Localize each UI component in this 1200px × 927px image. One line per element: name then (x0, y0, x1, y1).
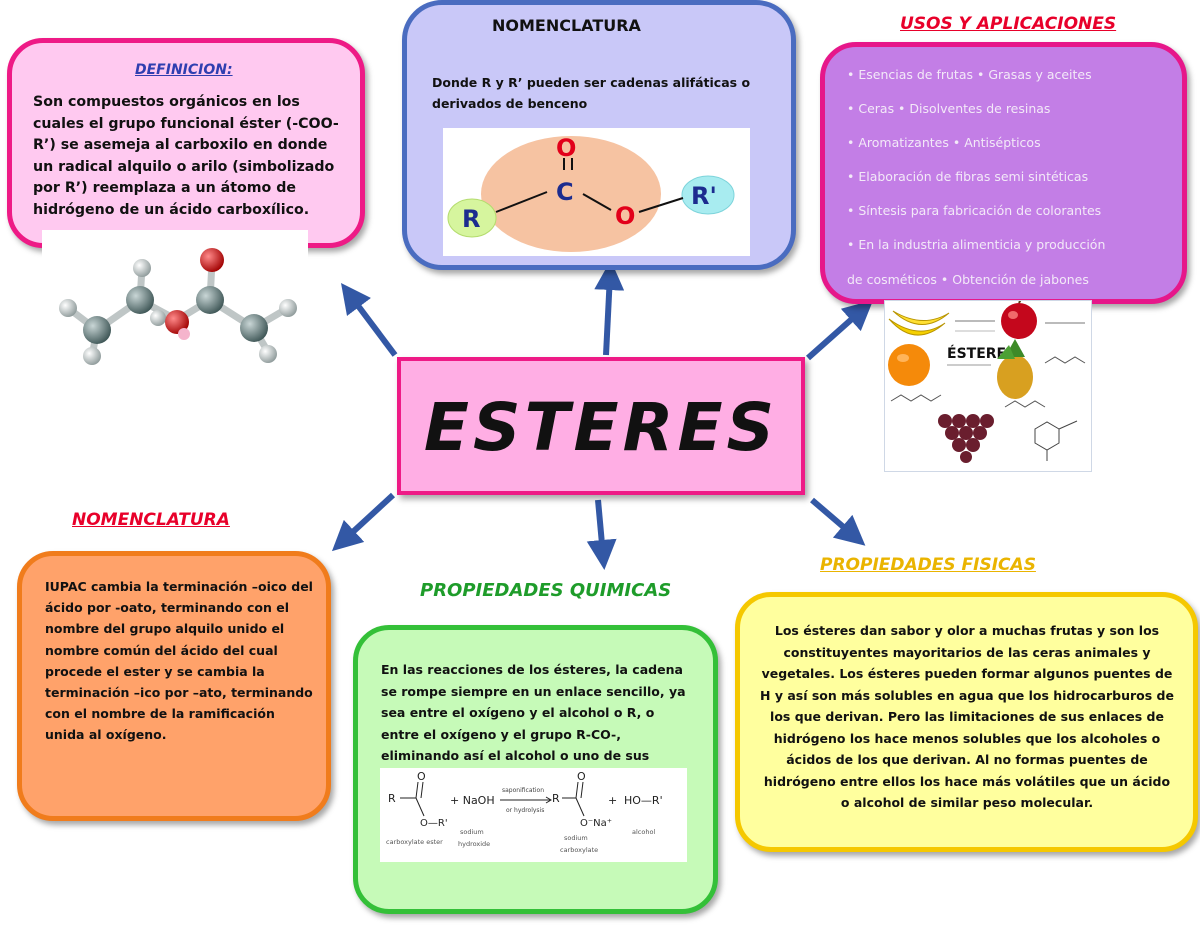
ester-group-diagram: O C O R R' (443, 128, 750, 256)
reaction-label-carboxylate: carboxylate (560, 846, 598, 854)
diagram-r-prime: R' (691, 182, 717, 210)
usos-line-1: • Esencias de frutas • Grasas y aceites (847, 67, 1092, 82)
usos-heading: USOS Y APLICACIONES (900, 14, 1117, 34)
usos-line-7: de cosméticos • Obtención de jabones (847, 272, 1089, 287)
fisicas-text: Los ésteres dan sabor y olor a muchas fr… (760, 623, 1174, 810)
reaction-o-1: O (417, 770, 426, 783)
arrow-to-fisicas (810, 497, 866, 546)
reaction-arrow-bottom: or hydrolysis (506, 807, 544, 814)
reaction-label-hydroxide: hydroxide (458, 840, 490, 848)
reaction-label-sodium-2: sodium (564, 834, 588, 842)
diagram-o-top: O (556, 134, 576, 162)
reaction-label-alcohol: alcohol (632, 828, 655, 836)
reaction-ester-o: O—R' (420, 818, 448, 829)
reaction-label-sodium-1: sodium (460, 828, 484, 836)
reaction-arrow-top: saponification (502, 787, 544, 794)
reaction-alcohol: HO—R' (624, 794, 663, 807)
nomenclatura-bottom-box (17, 551, 331, 821)
reaction-plus-2: + (608, 794, 617, 807)
diagram-c: C (556, 178, 574, 206)
arrow-to-definicion (341, 283, 398, 357)
center-box: ESTERES (397, 357, 805, 495)
reaction-o-2: O (577, 770, 586, 783)
arrow-to-quimicas (586, 499, 617, 570)
reaction-o-na: O⁻Na⁺ (580, 818, 612, 829)
usos-line-2: • Ceras • Disolventes de resinas (847, 101, 1051, 116)
nomenclatura-top-heading: NOMENCLATURA (492, 16, 641, 35)
reaction-label-ester: carboxylate ester (386, 838, 443, 846)
nomenclatura-bottom-text: IUPAC cambia la terminación –oico del ác… (45, 579, 313, 743)
arrow-to-nomenclatura-top (594, 260, 625, 356)
definicion-heading: DEFINICION: (135, 62, 233, 78)
definicion-text: Son compuestos orgánicos en los cuales e… (33, 94, 339, 218)
usos-line-3: • Aromatizantes • Antisépticos (847, 135, 1041, 150)
diagram-r: R (462, 205, 480, 233)
fisicas-box (735, 592, 1198, 852)
saponification-reaction-image: R O O—R' + NaOH saponification or hydrol… (380, 768, 687, 862)
reaction-r-2: R (552, 792, 560, 805)
quimicas-heading: PROPIEDADES QUIMICAS (420, 580, 672, 601)
fisicas-heading: PROPIEDADES FISICAS (820, 555, 1036, 575)
center-title: ESTERES (423, 389, 779, 466)
diagram-o-mid: O (615, 202, 635, 230)
usos-line-6: • En la industria alimenticia y producci… (847, 237, 1106, 252)
usos-box (820, 42, 1187, 304)
nomenclatura-bottom-heading: NOMENCLATURA (72, 510, 230, 530)
ethyl-acetate-molecule-image (42, 230, 308, 382)
usos-line-4: • Elaboración de fibras semi sintéticas (847, 169, 1089, 184)
arrow-to-nomenclatura-bottom (331, 492, 396, 552)
usos-line-5: • Síntesis para fabricación de colorante… (847, 203, 1102, 218)
fruit-esters-image: ÉSTERES (884, 300, 1092, 472)
nomenclatura-top-text: Donde R y R’ pueden ser cadenas alifátic… (432, 75, 751, 111)
arrow-to-usos (806, 300, 874, 361)
reaction-r-1: R (388, 792, 396, 805)
reaction-naoh: + NaOH (450, 794, 495, 807)
